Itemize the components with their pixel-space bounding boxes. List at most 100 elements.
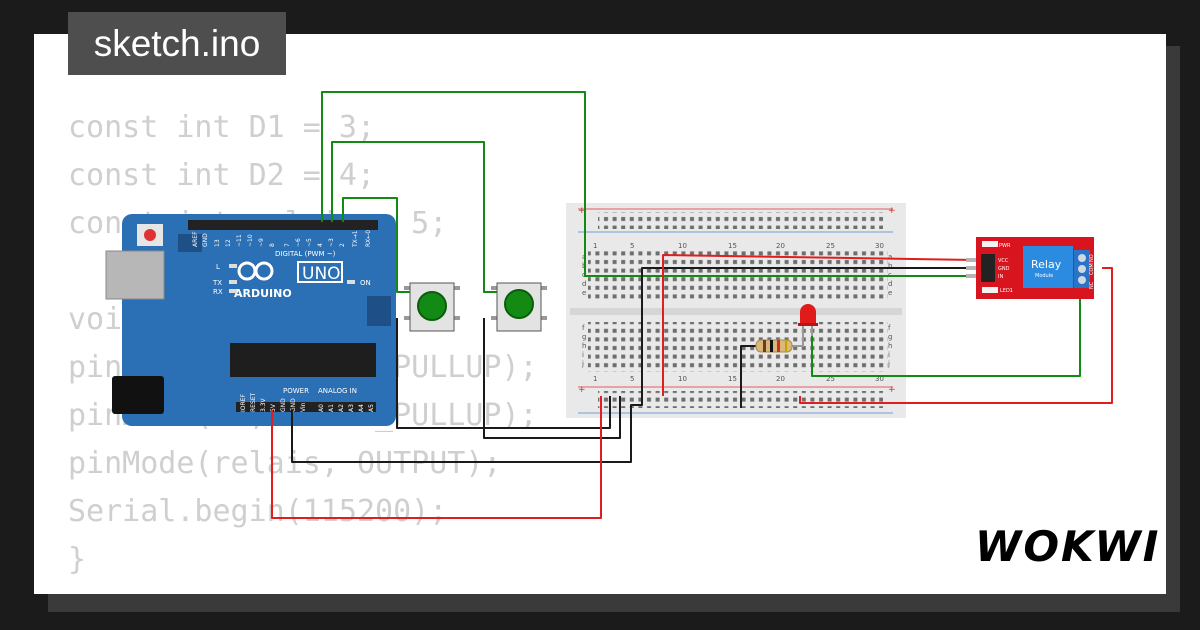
relay-header — [981, 254, 995, 282]
row-label: g — [582, 333, 586, 341]
row-label: d — [888, 280, 892, 288]
button-leg — [454, 286, 460, 290]
column-label: 15 — [728, 375, 737, 383]
pin-label: A1 — [328, 404, 335, 412]
digital-header — [188, 220, 378, 230]
relay-module: Relay Module PWR VCC GND IN LED1 NO COM … — [966, 237, 1095, 299]
wire-button-2-signal — [331, 141, 498, 293]
relay-cube — [1023, 246, 1073, 288]
pin-label: 3.3V — [260, 397, 267, 412]
row-label: g — [888, 333, 892, 341]
row-label: i — [582, 351, 584, 359]
led-tx-label: TX — [212, 279, 222, 287]
pin-label: ~3 — [328, 238, 335, 247]
relay-pin — [966, 258, 976, 262]
column-label: 1 — [593, 375, 597, 383]
icsp-header-2 — [367, 296, 391, 326]
row-label: e — [888, 289, 892, 297]
rail-plus-label: + — [888, 385, 896, 395]
wire-relay-no — [799, 267, 1113, 404]
column-label: 5 — [630, 375, 634, 383]
pin-label: A3 — [348, 404, 355, 412]
button-leg — [404, 286, 410, 290]
led-rx-label: RX — [213, 288, 223, 296]
arduino-logo — [237, 261, 274, 281]
pin-label: 4 — [317, 243, 324, 247]
resistor-band — [770, 340, 773, 352]
button-leg — [491, 286, 497, 290]
relay-sublabel: Module — [1035, 273, 1053, 279]
column-label: 30 — [875, 242, 884, 250]
power-jack — [112, 376, 164, 414]
resistor-band — [763, 340, 766, 352]
wokwi-logo: WOKWI — [975, 522, 1161, 571]
button-cap[interactable] — [417, 291, 447, 321]
wire-button-2-gnd — [483, 318, 621, 439]
wire-relay-vcc — [662, 254, 976, 396]
column-label: 20 — [776, 375, 785, 383]
column-label: 20 — [776, 242, 785, 250]
resistor — [755, 339, 804, 353]
row-label: e — [582, 289, 586, 297]
usb-port — [105, 250, 165, 300]
row-label: h — [582, 342, 586, 350]
wire-relay-in — [321, 91, 975, 277]
center-divide — [570, 308, 902, 315]
led-on — [347, 280, 355, 284]
wire-5v — [271, 396, 602, 519]
row-label: h — [888, 342, 892, 350]
pushbutton-2[interactable] — [491, 282, 547, 332]
pin-label: RX←0 — [365, 230, 372, 247]
pin-label: ~10 — [247, 234, 254, 247]
button-cap[interactable] — [504, 289, 534, 319]
code-line: const int D2 = 4; — [68, 158, 376, 193]
uno-label: UNO — [302, 264, 341, 284]
microcontroller-chip — [230, 343, 376, 377]
row-label: j — [887, 360, 890, 368]
relay-pin — [966, 266, 976, 270]
pin-label: 5V — [270, 403, 277, 412]
column-label: 10 — [678, 242, 687, 250]
pin-label: A0 — [318, 404, 325, 412]
pin-label: ~6 — [295, 238, 302, 247]
relay-led-label: LED1 — [1000, 288, 1013, 294]
row-label: f — [582, 324, 585, 332]
row-label: f — [888, 324, 891, 332]
bottom-terminal-strip — [588, 322, 888, 372]
column-label: 10 — [678, 375, 687, 383]
relay-pin-label: VCC — [998, 258, 1009, 264]
sketch-title: sketch.ino — [68, 12, 286, 75]
top-power-rail — [598, 212, 883, 229]
pin-label: IOREF — [240, 394, 247, 412]
code-line: const int D1 = 3; — [68, 110, 376, 145]
pin-label: A5 — [368, 404, 375, 412]
relay-pwr-led — [982, 241, 998, 247]
pin-label: Vin — [300, 402, 307, 412]
reset-button-cap — [144, 229, 156, 241]
uno-badge — [297, 261, 343, 283]
pin-label: TX→1 — [352, 230, 359, 248]
pin-label: ~5 — [306, 238, 313, 247]
wire-button-1-gnd — [396, 318, 611, 429]
pin-label: 7 — [284, 243, 291, 247]
on-label: ON — [360, 279, 371, 287]
pushbutton-1[interactable] — [404, 282, 460, 332]
pin-label: GND — [280, 398, 287, 412]
column-label: 15 — [728, 242, 737, 250]
relay-pwr-label: PWR — [999, 243, 1011, 249]
relay-signal-led — [982, 287, 998, 293]
relay-pin-label: GND — [998, 266, 1010, 272]
digital-label: DIGITAL (PWM ~) — [275, 250, 336, 258]
relay-label: Relay — [1031, 258, 1062, 271]
code-line: pinMode(relais, OUTPUT); — [68, 446, 502, 481]
pin-label: ~11 — [236, 234, 243, 247]
power-analog-header — [236, 402, 376, 412]
code-line: } — [68, 542, 87, 577]
pin-label: A2 — [338, 404, 345, 412]
pin-label: AREF — [192, 231, 199, 247]
row-label: a — [888, 253, 892, 261]
led-rim — [798, 323, 818, 326]
pin-label: 2 — [339, 243, 346, 247]
column-label: 1 — [593, 242, 597, 250]
